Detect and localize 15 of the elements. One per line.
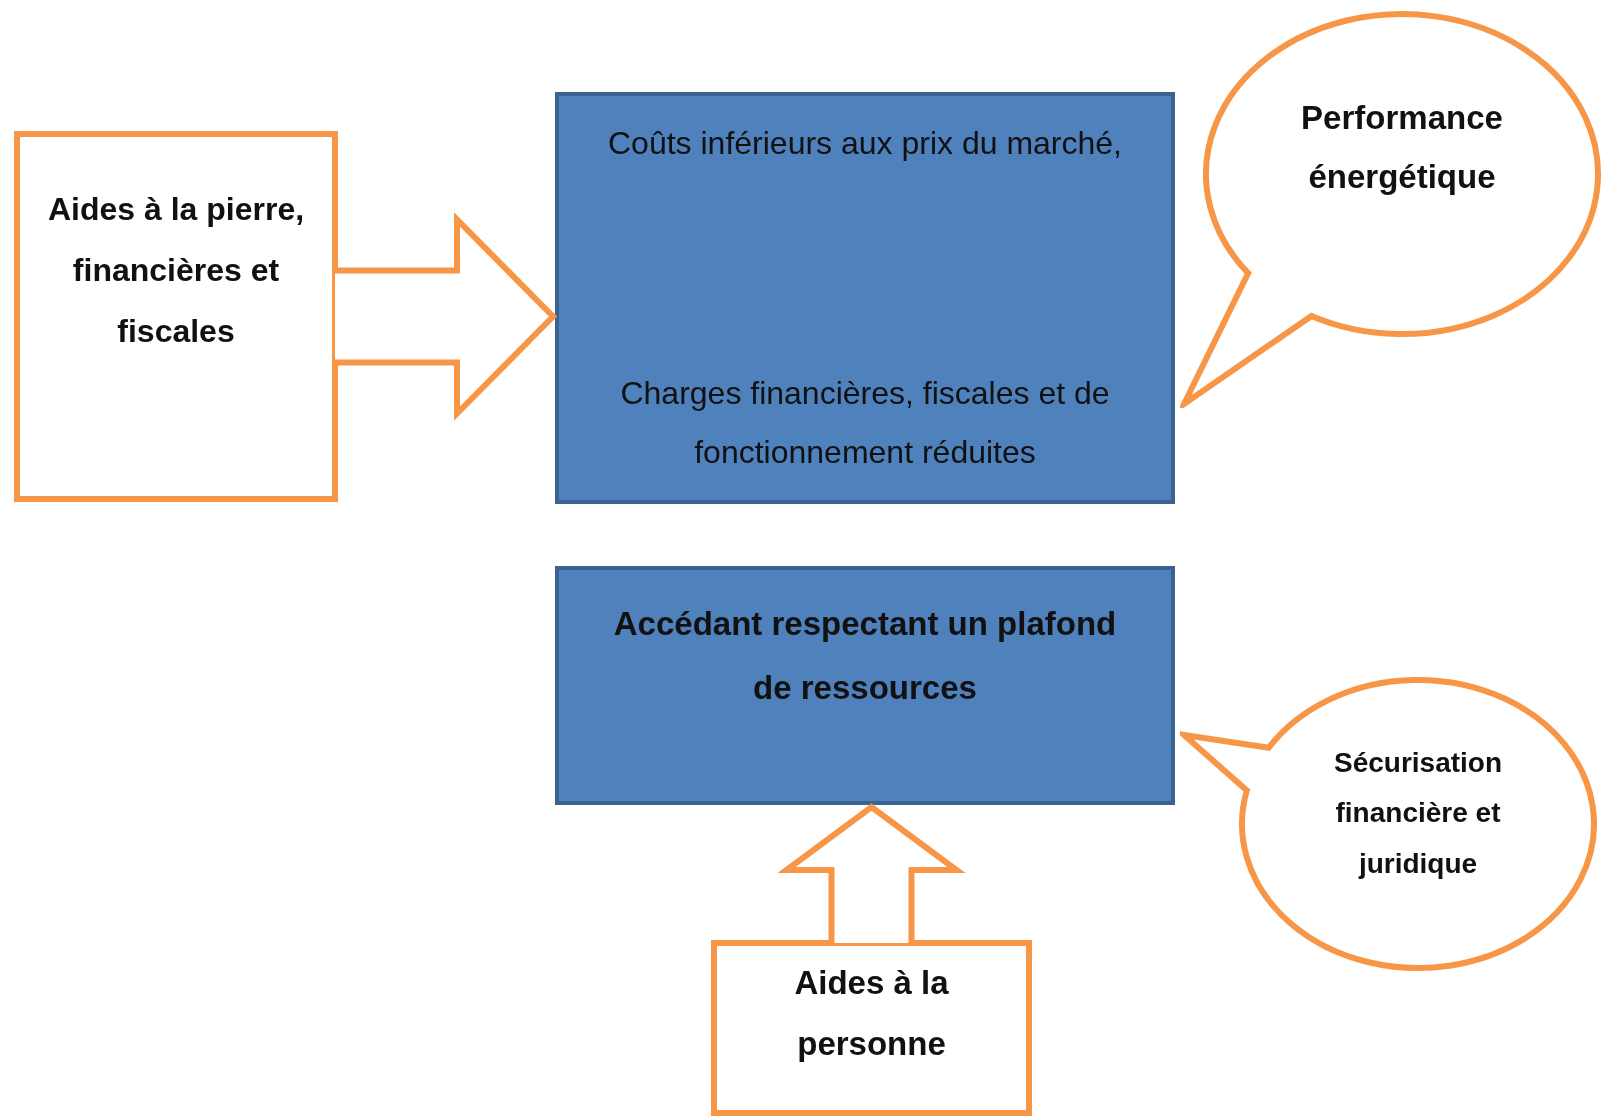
block-arrow — [332, 212, 558, 421]
process-box — [555, 92, 1175, 504]
node-text: Accédant respectant un plafond de ressources — [612, 604, 1118, 709]
node-text: Charges financières, fiscales et de fonctionnement réduites — [619, 373, 1111, 472]
block-arrow — [777, 803, 966, 946]
node-text: Aides à la pierre, financières et fiscales — [46, 190, 306, 351]
speech-bubble — [1180, 676, 1598, 972]
callout-box — [14, 131, 338, 502]
node-text: Coûts inférieurs aux prix du marché, — [608, 124, 1122, 163]
node-text: Aides à la personne — [793, 963, 950, 1065]
speech-bubble — [1180, 10, 1602, 408]
node-text: Sécurisation financière et juridique — [1332, 746, 1504, 881]
node-text: Performance énergétique — [1300, 98, 1504, 198]
process-box — [555, 566, 1175, 805]
callout-box — [711, 940, 1032, 1116]
